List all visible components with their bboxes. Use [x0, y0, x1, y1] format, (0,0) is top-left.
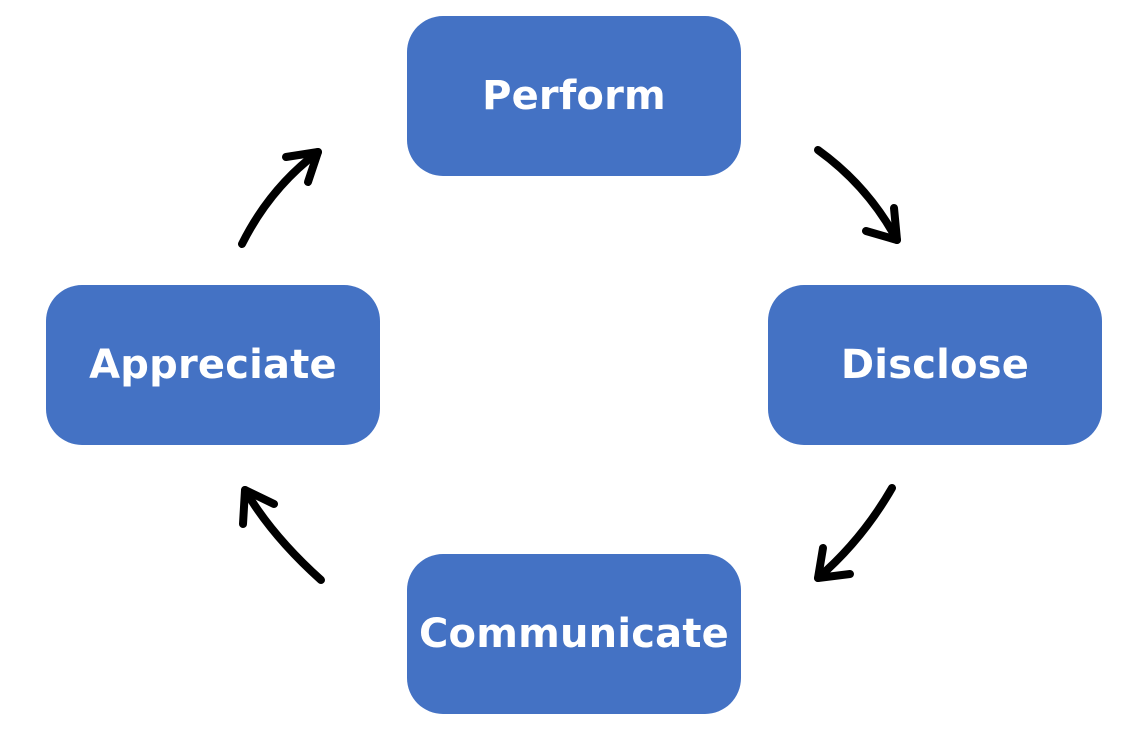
arrow-appreciate-to-perform: [238, 148, 322, 248]
arrowhead-perform-to-disclose: [862, 204, 901, 244]
arrow-disclose-to-communicate: [814, 484, 896, 582]
arrowhead-disclose-to-communicate: [814, 544, 854, 582]
node-perform: Perform: [407, 16, 741, 176]
node-disclose: Disclose: [768, 285, 1102, 445]
arrow-perform-to-disclose: [814, 146, 901, 244]
node-appreciate-label: Appreciate: [89, 342, 337, 388]
arrow-communicate-to-appreciate: [241, 486, 325, 584]
arrowhead-communicate-to-appreciate: [239, 486, 278, 528]
node-communicate-label: Communicate: [418, 611, 729, 657]
node-appreciate: Appreciate: [46, 285, 380, 445]
node-perform-label: Perform: [482, 73, 666, 119]
node-disclose-label: Disclose: [840, 342, 1030, 388]
node-communicate: Communicate: [407, 554, 741, 714]
arrowhead-appreciate-to-perform: [282, 148, 322, 186]
